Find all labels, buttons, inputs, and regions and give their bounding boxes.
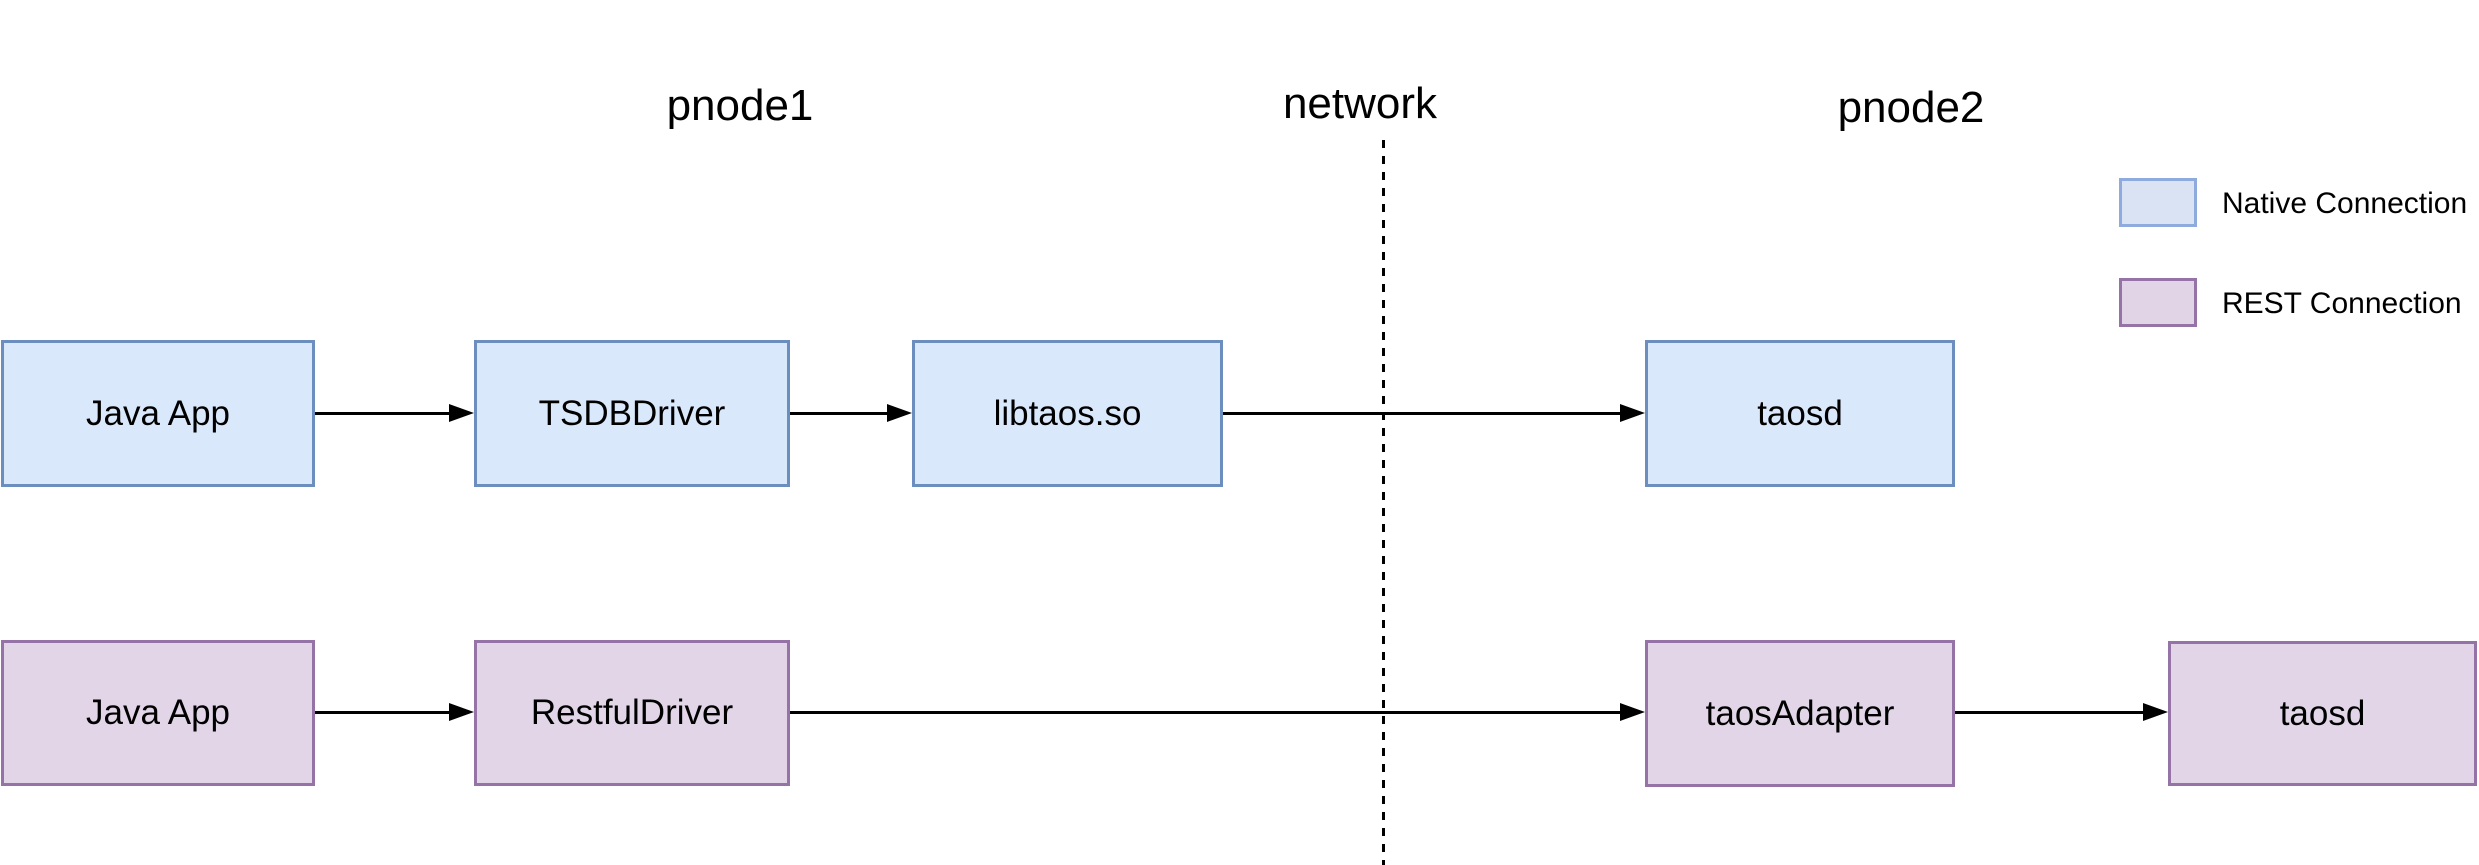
arrowhead-right-icon	[887, 404, 912, 422]
node-restfuldriver: RestfulDriver	[474, 640, 790, 786]
node-java-app-rest: Java App	[1, 640, 315, 786]
legend-rest-swatch	[2119, 278, 2197, 327]
node-libtaos-so-label: libtaos.so	[993, 393, 1142, 433]
node-taosd-rest-label: taosd	[2279, 693, 2366, 733]
legend-native-label: Native Connection	[2222, 187, 2468, 220]
node-taosadapter: taosAdapter	[1645, 640, 1955, 787]
node-taosd-rest: taosd	[2168, 641, 2477, 786]
node-taosadapter-label: taosAdapter	[1705, 693, 1895, 733]
legend-rest-label: REST Connection	[2222, 287, 2462, 320]
arrowhead-right-icon	[449, 703, 474, 721]
arrowhead-right-icon	[1620, 703, 1645, 721]
node-libtaos-so: libtaos.so	[912, 340, 1223, 487]
legend-native-swatch	[2119, 178, 2197, 227]
arrowhead-right-icon	[1620, 404, 1645, 422]
arrow-shaft	[315, 711, 454, 714]
node-java-app-native: Java App	[1, 340, 315, 487]
node-taosd-native-label: taosd	[1757, 393, 1843, 433]
arrow-shaft	[790, 711, 1625, 714]
arrow-shaft	[315, 412, 454, 415]
arrow-taosadapter-to-taosd	[1955, 703, 2168, 723]
network-divider-line	[1382, 140, 1385, 865]
arrowhead-right-icon	[2143, 703, 2168, 721]
pnode1-label: pnode1	[666, 81, 814, 130]
node-java-app-rest-label: Java App	[86, 693, 230, 732]
arrow-shaft	[790, 412, 892, 415]
node-tsdbdriver: TSDBDriver	[474, 340, 790, 487]
arrow-java-app-to-tsdbdriver	[315, 404, 474, 424]
node-tsdbdriver-label: TSDBDriver	[538, 393, 726, 433]
arrow-restfuldriver-to-taosadapter	[790, 703, 1645, 723]
arrow-shaft	[1955, 711, 2148, 714]
network-label: network	[1282, 79, 1438, 128]
node-java-app-native-label: Java App	[86, 393, 230, 433]
arrow-java-app-to-restfuldriver	[315, 703, 474, 723]
pnode2-label: pnode2	[1837, 83, 1985, 132]
node-restfuldriver-label: RestfulDriver	[530, 693, 734, 732]
node-taosd-native: taosd	[1645, 340, 1955, 487]
arrow-tsdbdriver-to-libtaos	[790, 404, 912, 424]
arrow-shaft	[1223, 412, 1625, 415]
arrow-libtaos-to-taosd	[1223, 404, 1645, 424]
arrowhead-right-icon	[449, 404, 474, 422]
